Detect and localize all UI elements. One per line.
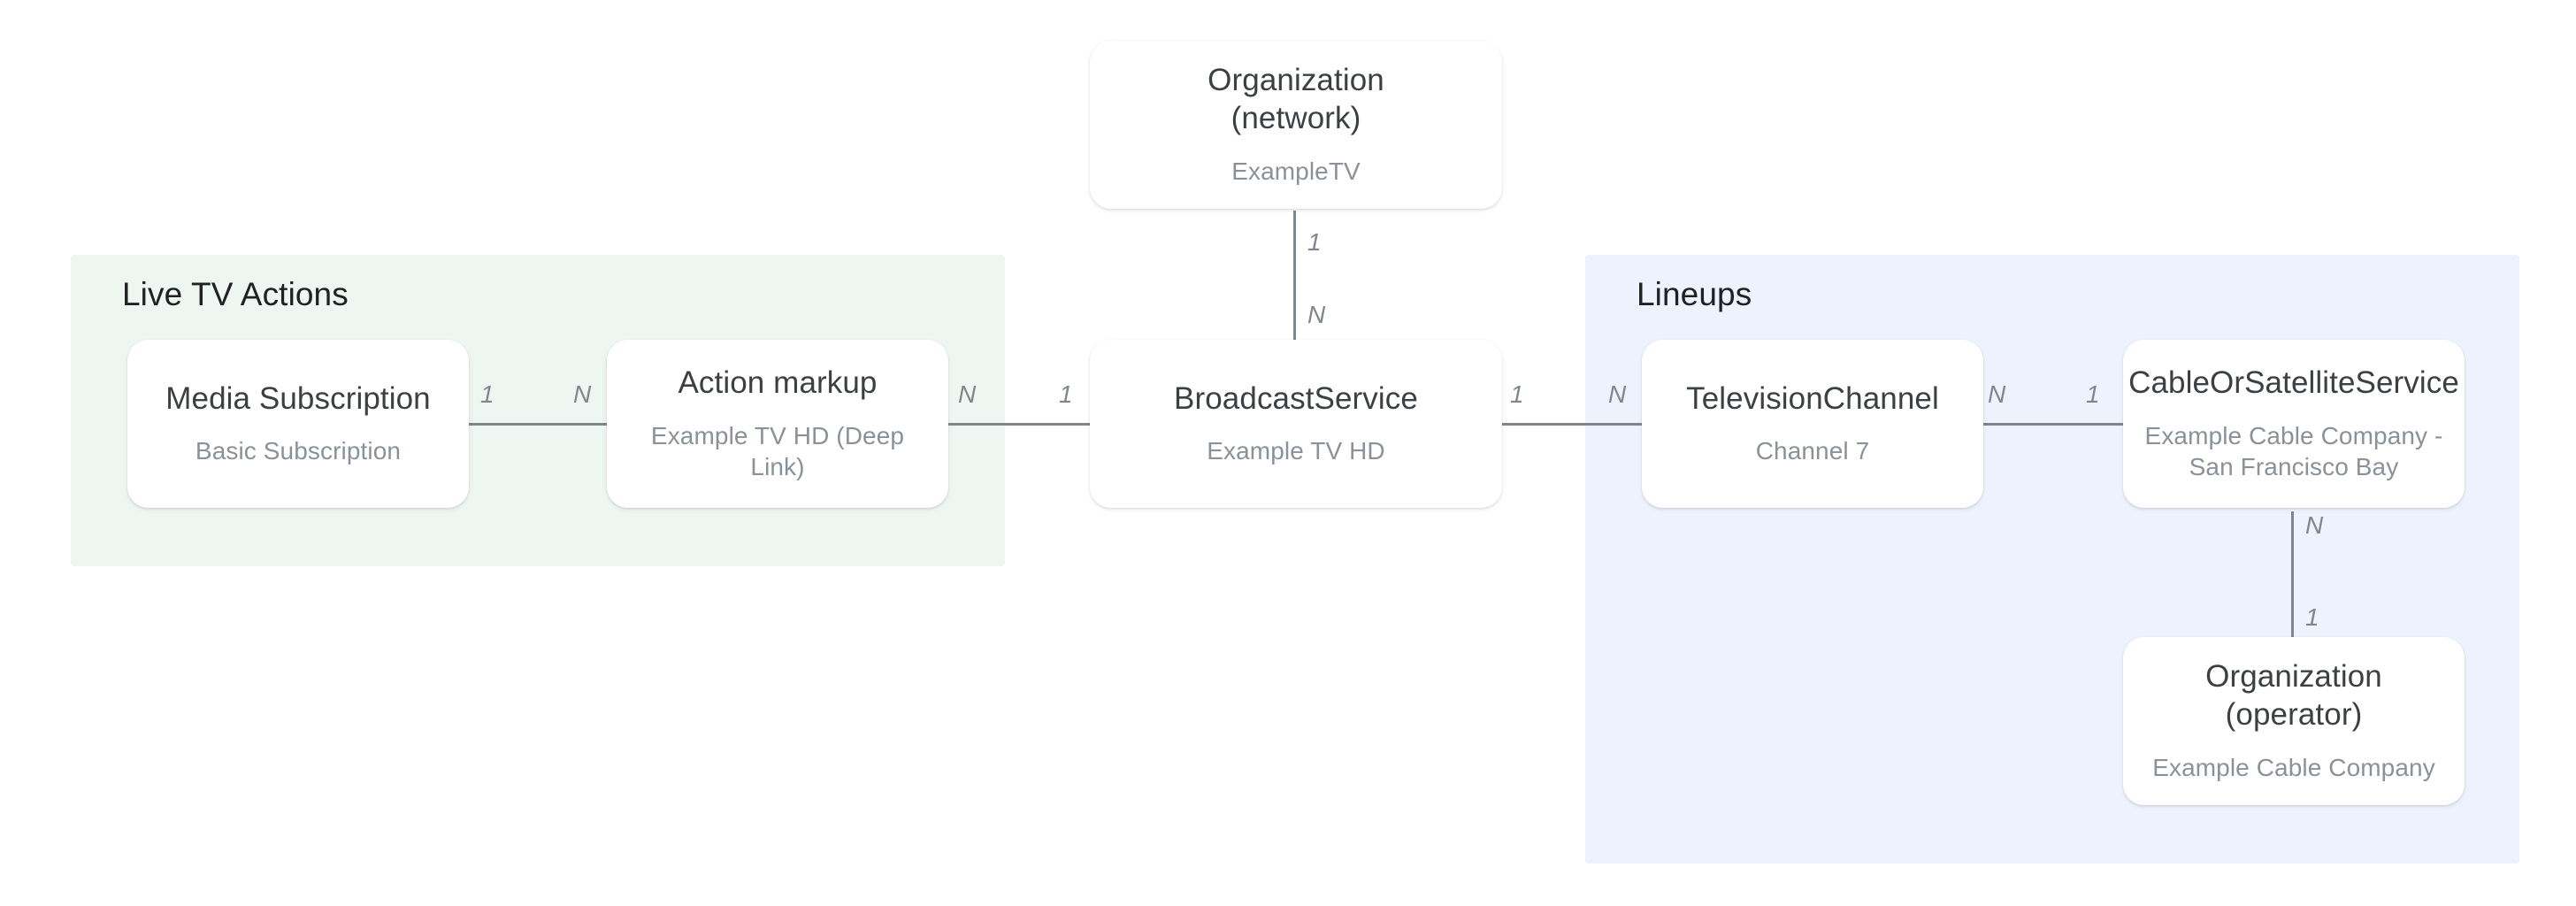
- node-broadcast-service[interactable]: BroadcastService Example TV HD: [1090, 340, 1502, 508]
- multiplicity-broadcast-service-to-television-channel-from: 1: [1510, 380, 1524, 408]
- group-title-live-tv-actions: Live TV Actions: [122, 276, 349, 312]
- node-media-subscription[interactable]: Media Subscription Basic Subscription: [127, 340, 469, 508]
- multiplicity-television-channel-to-cable-to: 1: [2086, 380, 2100, 408]
- multiplicity-org-network-to-broadcast-service-from: 1: [1307, 228, 1322, 256]
- node-organization-operator[interactable]: Organization (operator) Example Cable Co…: [2123, 637, 2465, 805]
- multiplicity-action-markup-to-broadcast-service-to: 1: [1059, 380, 1073, 408]
- node-title: Media Subscription: [165, 380, 431, 416]
- multiplicity-cable-to-org-operator-from: N: [2305, 511, 2324, 539]
- connector-broadcast-service-to-television-channel: [1495, 423, 1645, 426]
- node-subtitle: Example Cable Company: [2152, 753, 2435, 781]
- multiplicity-media-subscription-to-action-markup-from: 1: [480, 380, 494, 408]
- node-title: Organization (network): [1208, 63, 1384, 136]
- node-action-markup[interactable]: Action markup Example TV HD (Deep Link): [607, 340, 948, 508]
- multiplicity-media-subscription-to-action-markup-to: N: [573, 380, 592, 408]
- connector-cable-or-satellite-service-to-org-operator: [2291, 511, 2294, 641]
- node-television-channel[interactable]: TelevisionChannel Channel 7: [1642, 340, 1983, 508]
- node-title: BroadcastService: [1174, 380, 1418, 416]
- node-subtitle: ExampleTV: [1231, 157, 1361, 185]
- node-cable-or-satellite-service[interactable]: CableOrSatelliteService Example Cable Co…: [2123, 340, 2465, 508]
- node-title: CableOrSatelliteService: [2128, 365, 2459, 400]
- node-subtitle: Example TV HD: [1207, 437, 1385, 465]
- node-subtitle: Example TV HD (Deep Link): [650, 421, 905, 481]
- multiplicity-action-markup-to-broadcast-service-from: N: [958, 380, 977, 408]
- connector-media-subscription-to-action-markup: [465, 423, 607, 426]
- node-title: Organization (operator): [2205, 659, 2382, 733]
- connector-org-network-to-broadcast-service: [1293, 211, 1296, 343]
- group-title-lineups: Lineups: [1637, 276, 1752, 312]
- multiplicity-cable-to-org-operator-to: 1: [2305, 603, 2319, 631]
- node-subtitle: Channel 7: [1755, 437, 1870, 465]
- multiplicity-org-network-to-broadcast-service-to: N: [1307, 301, 1326, 328]
- connector-action-markup-to-broadcast-service: [943, 423, 1092, 426]
- node-subtitle: Basic Subscription: [195, 437, 402, 465]
- node-title: TelevisionChannel: [1686, 380, 1939, 416]
- node-subtitle: Example Cable Company - San Francisco Ba…: [2144, 421, 2443, 481]
- multiplicity-broadcast-service-to-television-channel-to: N: [1608, 380, 1627, 408]
- node-organization-network[interactable]: Organization (network) ExampleTV: [1090, 41, 1502, 209]
- multiplicity-television-channel-to-cable-from: N: [1988, 380, 2006, 408]
- connector-television-channel-to-cable-or-satellite-service: [1973, 423, 2123, 426]
- node-title: Action markup: [678, 365, 878, 400]
